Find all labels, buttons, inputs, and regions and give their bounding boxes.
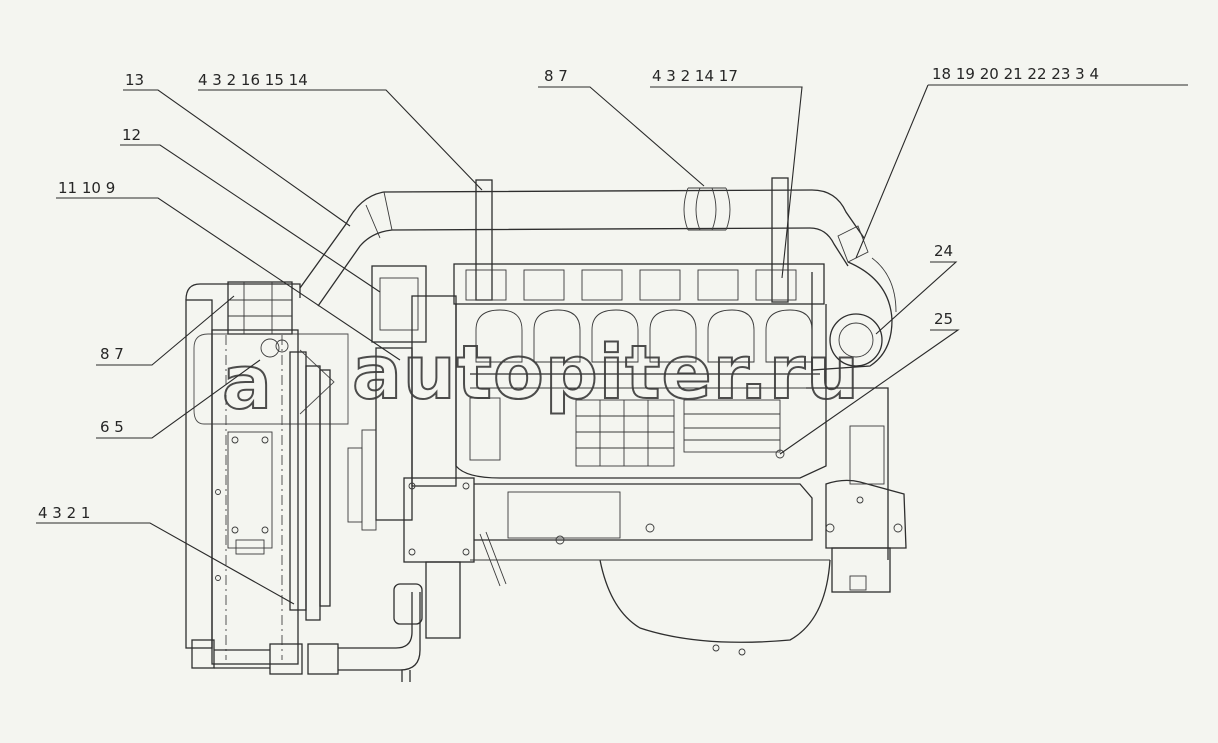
callout-12: 12	[122, 126, 141, 144]
callout-25: 25	[934, 310, 953, 328]
callout-24: 24	[934, 242, 953, 260]
callout-4-3-2-14-17: 4 3 2 14 17	[652, 67, 738, 85]
watermark-text: autopiter.ru	[352, 330, 860, 416]
watermark: a autopiter.ru	[193, 329, 860, 427]
callout-11-10-9: 11 10 9	[58, 179, 115, 197]
oil-sump	[470, 483, 831, 656]
callout-13: 13	[125, 71, 144, 89]
callout-labels: 13 4 3 2 16 15 14 12 11 10 9 8 7 6 5 4 3…	[38, 65, 1099, 522]
callout-18-23-3-4: 18 19 20 21 22 23 3 4	[932, 65, 1099, 83]
callout-4-3-2-16-15-14: 4 3 2 16 15 14	[198, 71, 308, 89]
engine-block	[469, 397, 785, 467]
callout-8-7-top: 8 7	[544, 67, 568, 85]
watermark-logo-letter: a	[222, 340, 273, 426]
bottom-coolant-pipe	[214, 583, 423, 682]
callout-6-5: 6 5	[100, 418, 124, 436]
rear-mount	[806, 387, 907, 593]
intake-tube	[299, 177, 869, 307]
front-cover	[347, 265, 507, 639]
callout-4-3-2-1: 4 3 2 1	[38, 504, 90, 522]
radiator	[185, 281, 331, 669]
cylinder-heads	[453, 263, 827, 479]
callout-8-7-left: 8 7	[100, 345, 124, 363]
leader-lines	[36, 84, 1188, 605]
